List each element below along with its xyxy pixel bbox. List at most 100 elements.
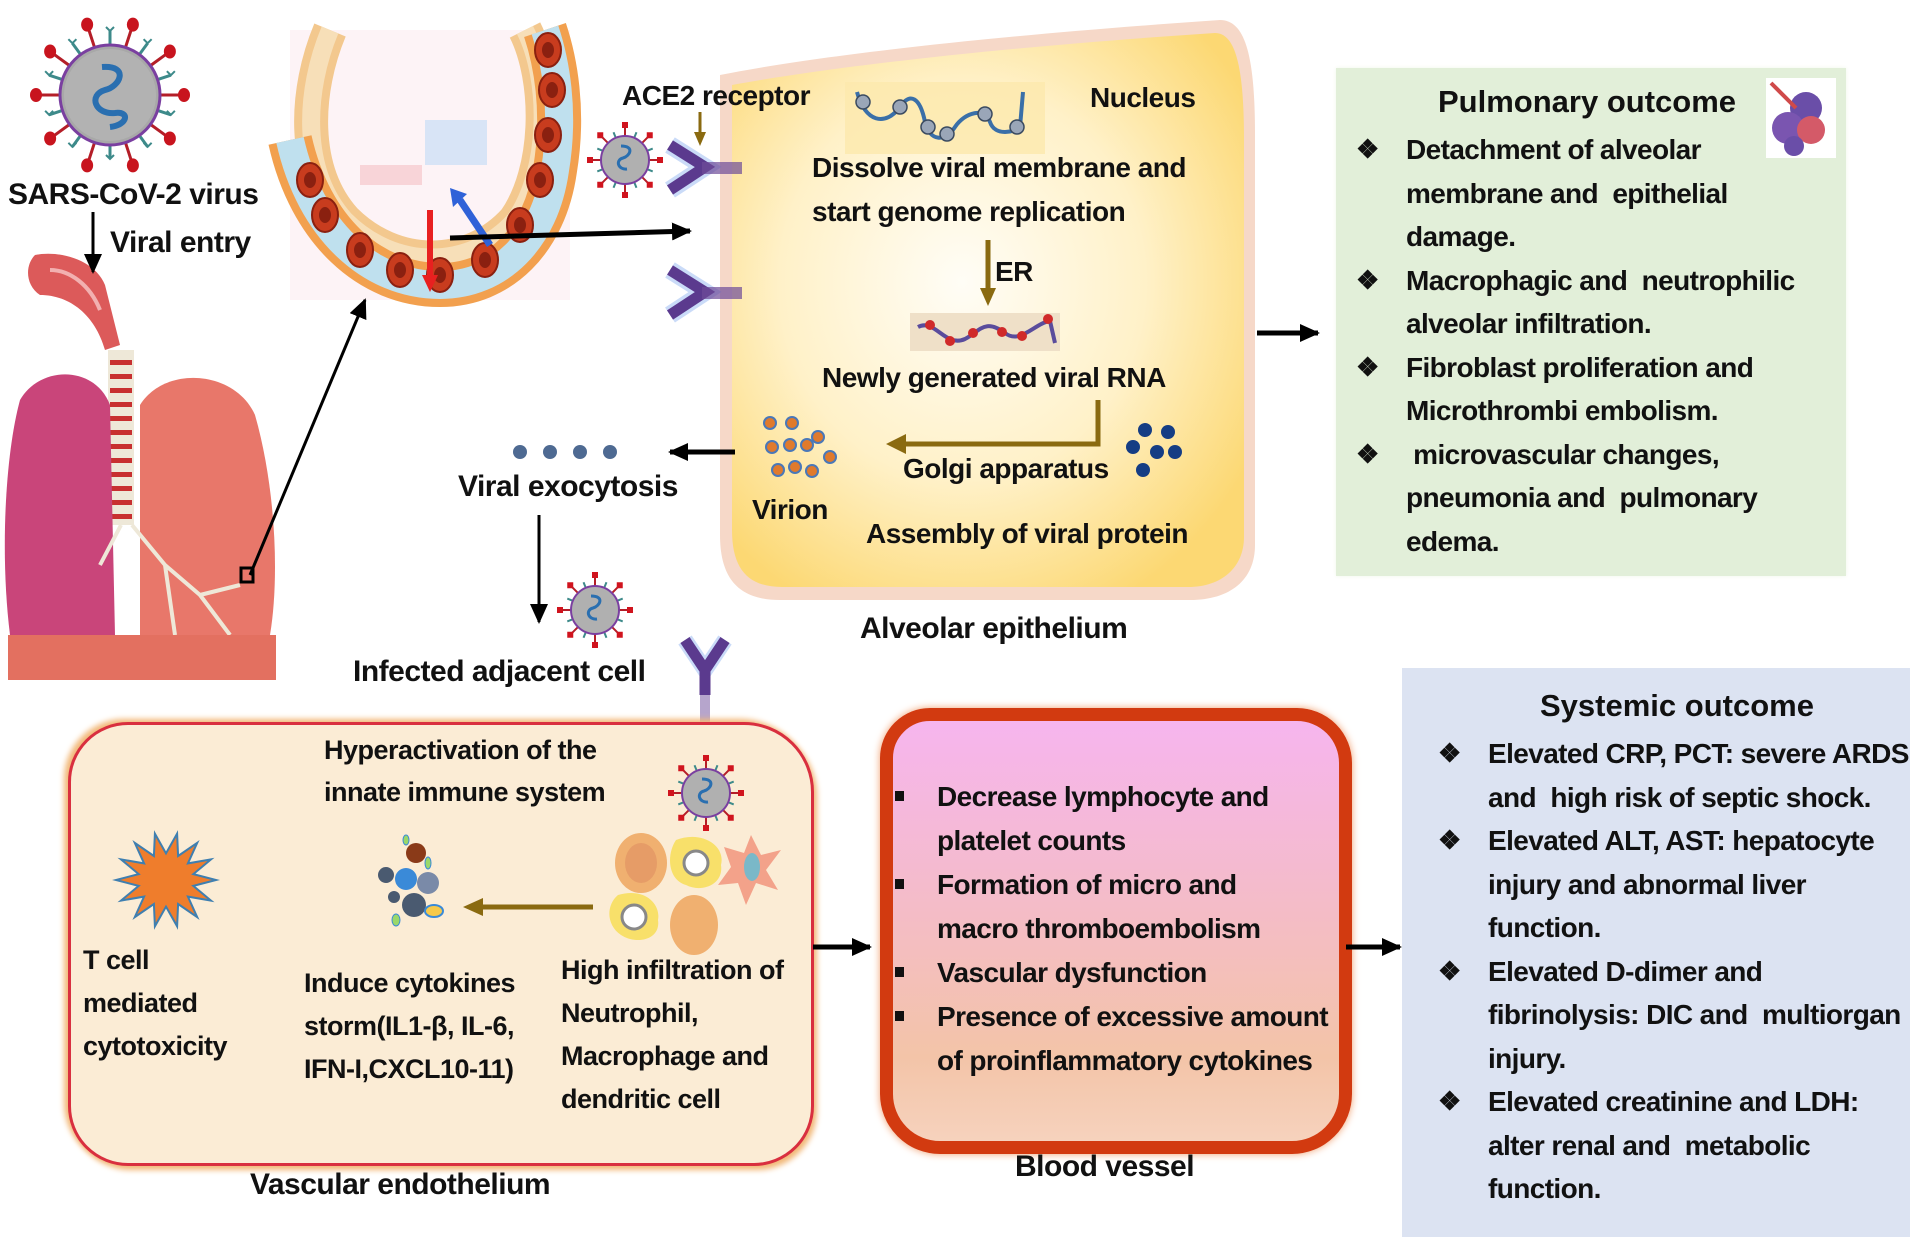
list-item-line: function. xyxy=(1488,912,1601,943)
virion-cluster-icon xyxy=(763,416,837,478)
vascular-endothelium-box: Hyperactivation of the innate immune sys… xyxy=(68,722,814,1166)
exocytosis-virions-icon xyxy=(513,445,617,459)
list-item-line: macro thromboembolism xyxy=(937,913,1261,944)
ace2-receptor-icon-2 xyxy=(665,262,742,323)
list-item: Formation of micro and macro thromboembol… xyxy=(895,863,1335,951)
systemic-outcome-title: Systemic outcome xyxy=(1540,688,1814,723)
infiltration-label-line3: Macrophage and xyxy=(561,1041,769,1071)
list-item-line: Decrease lymphocyte and xyxy=(937,781,1269,812)
alveolus-capillary-illustration xyxy=(268,22,582,308)
list-item-line: and high risk of septic shock. xyxy=(1488,781,1871,813)
t-cell-star-icon xyxy=(112,830,220,930)
list-item-line: function. xyxy=(1488,1173,1601,1204)
viral-exocytosis-label: Viral exocytosis xyxy=(458,470,678,503)
er-arrow xyxy=(980,240,996,306)
virus-label: SARS-CoV-2 virus xyxy=(8,178,259,211)
diamond-bullet-icon: ❖ xyxy=(1356,134,1379,164)
list-item-line: Detachment of alveolar xyxy=(1406,134,1702,165)
list-item-line: edema. xyxy=(1406,525,1500,557)
infiltration-label-line4: dendritic cell xyxy=(561,1084,721,1114)
adjacent-receptor-icon xyxy=(678,635,732,735)
alveolar-epithelium-label: Alveolar epithelium xyxy=(860,612,1128,645)
nucleus-label: Nucleus xyxy=(1090,82,1196,113)
list-item-line: Macrophagic and neutrophilic xyxy=(1406,264,1795,296)
list-item-line: microvascular changes, xyxy=(1406,438,1720,470)
lungs-illustration xyxy=(4,253,276,680)
assembly-label: Assembly of viral protein xyxy=(866,518,1189,549)
square-bullet-icon xyxy=(895,1011,904,1021)
infiltration-label-line2: Neutrophil, xyxy=(561,998,699,1028)
er-label: ER xyxy=(995,256,1033,287)
hyperactivation-label-line2: innate immune system xyxy=(324,777,606,807)
diamond-bullet-icon: ❖ xyxy=(1356,351,1379,382)
golgi-path-arrow xyxy=(886,400,1101,454)
list-item-line: Microthrombi embolism. xyxy=(1406,395,1719,426)
cytokines-label-line3: IFN-I,CXCL10-11) xyxy=(304,1054,514,1084)
tcell-label-line3: cytotoxicity xyxy=(83,1031,228,1061)
systemic-outcome-box: Systemic outcome ❖ Elevated CRP, PCT: sev… xyxy=(1402,668,1910,1237)
ace2-pointer-arrow xyxy=(694,112,706,146)
list-item-line: Fibroblast proliferation and xyxy=(1406,351,1754,383)
alveolar-cell-body xyxy=(720,20,1255,600)
sars-cov-2-virus-icon xyxy=(30,17,190,173)
vascular-virus-icon xyxy=(668,755,744,831)
square-bullet-icon xyxy=(895,791,904,801)
dissolve-label-line2: start genome replication xyxy=(812,196,1126,227)
virion-label: Virion xyxy=(752,494,828,525)
diamond-bullet-icon: ❖ xyxy=(1438,1086,1461,1116)
systemic-outcome-list: ❖ Elevated CRP, PCT: severe ARDS and high … xyxy=(1438,732,1909,1211)
list-item-line: Elevated creatinine and LDH: xyxy=(1488,1086,1859,1117)
list-item-line: Elevated ALT, AST: hepatocyte xyxy=(1488,825,1875,856)
list-item-line: Formation of micro and xyxy=(937,869,1237,900)
list-item-line: injury and abnormal liver xyxy=(1488,868,1807,900)
pulmonary-outcome-title: Pulmonary outcome xyxy=(1438,84,1736,119)
nucleosome-beads xyxy=(855,94,1025,142)
blood-vessel-label: Blood vessel xyxy=(1015,1150,1195,1183)
cytokines-label-line2: storm(IL1-β, IL-6, xyxy=(304,1011,515,1041)
hyperactivation-label-line1: Hyperactivation of the xyxy=(324,735,597,765)
cytokine-cluster-icon xyxy=(378,834,444,927)
list-item-line: injury. xyxy=(1488,1042,1566,1074)
list-item-line: alter renal and metabolic xyxy=(1488,1129,1811,1161)
list-item: ❖ Macrophagic and neutrophilic alveolar in… xyxy=(1356,259,1836,346)
adjacent-virus-icon xyxy=(557,572,633,648)
list-item-line: alveolar infiltration. xyxy=(1406,308,1652,339)
dna-strand-icon xyxy=(845,82,1045,154)
square-bullet-icon xyxy=(895,967,904,977)
viral-entry-label: Viral entry xyxy=(110,226,251,259)
list-item-line: damage. xyxy=(1406,221,1516,252)
red-blood-cells xyxy=(296,32,566,293)
trachea-rings xyxy=(110,360,132,519)
alveoli-icon xyxy=(1766,78,1836,158)
diamond-bullet-icon: ❖ xyxy=(1438,738,1461,768)
list-item-line: pneumonia and pulmonary xyxy=(1406,482,1758,513)
list-item-line: Elevated CRP, PCT: severe ARDS xyxy=(1488,738,1909,769)
diamond-bullet-icon: ❖ xyxy=(1356,264,1379,295)
vascular-endothelium-label: Vascular endothelium xyxy=(250,1168,551,1201)
spike-proteins xyxy=(30,17,190,173)
ace2-receptor-icon xyxy=(665,137,742,198)
list-item: ❖ Elevated CRP, PCT: severe ARDS and high … xyxy=(1438,732,1909,819)
ace2-receptor-label: ACE2 receptor xyxy=(622,80,811,111)
infiltration-label-line1: High infiltration of xyxy=(561,955,784,985)
tcell-label-line1: T cell xyxy=(83,945,150,975)
immune-to-cytokine-arrow xyxy=(463,898,593,916)
tcell-label-line2: mediated xyxy=(83,988,198,1018)
list-item-line: fibrinolysis: DIC and multiorgan xyxy=(1488,999,1901,1030)
list-item-line: of proinflammatory cytokines xyxy=(937,1045,1313,1076)
golgi-label: Golgi apparatus xyxy=(903,453,1109,484)
bound-virus-icon xyxy=(587,122,663,198)
diamond-bullet-icon: ❖ xyxy=(1356,438,1379,469)
dissolve-label-line1: Dissolve viral membrane and xyxy=(812,152,1187,183)
cytokines-label-line1: Induce cytokines xyxy=(304,968,516,998)
viral-protein-dots-icon xyxy=(1126,423,1182,477)
